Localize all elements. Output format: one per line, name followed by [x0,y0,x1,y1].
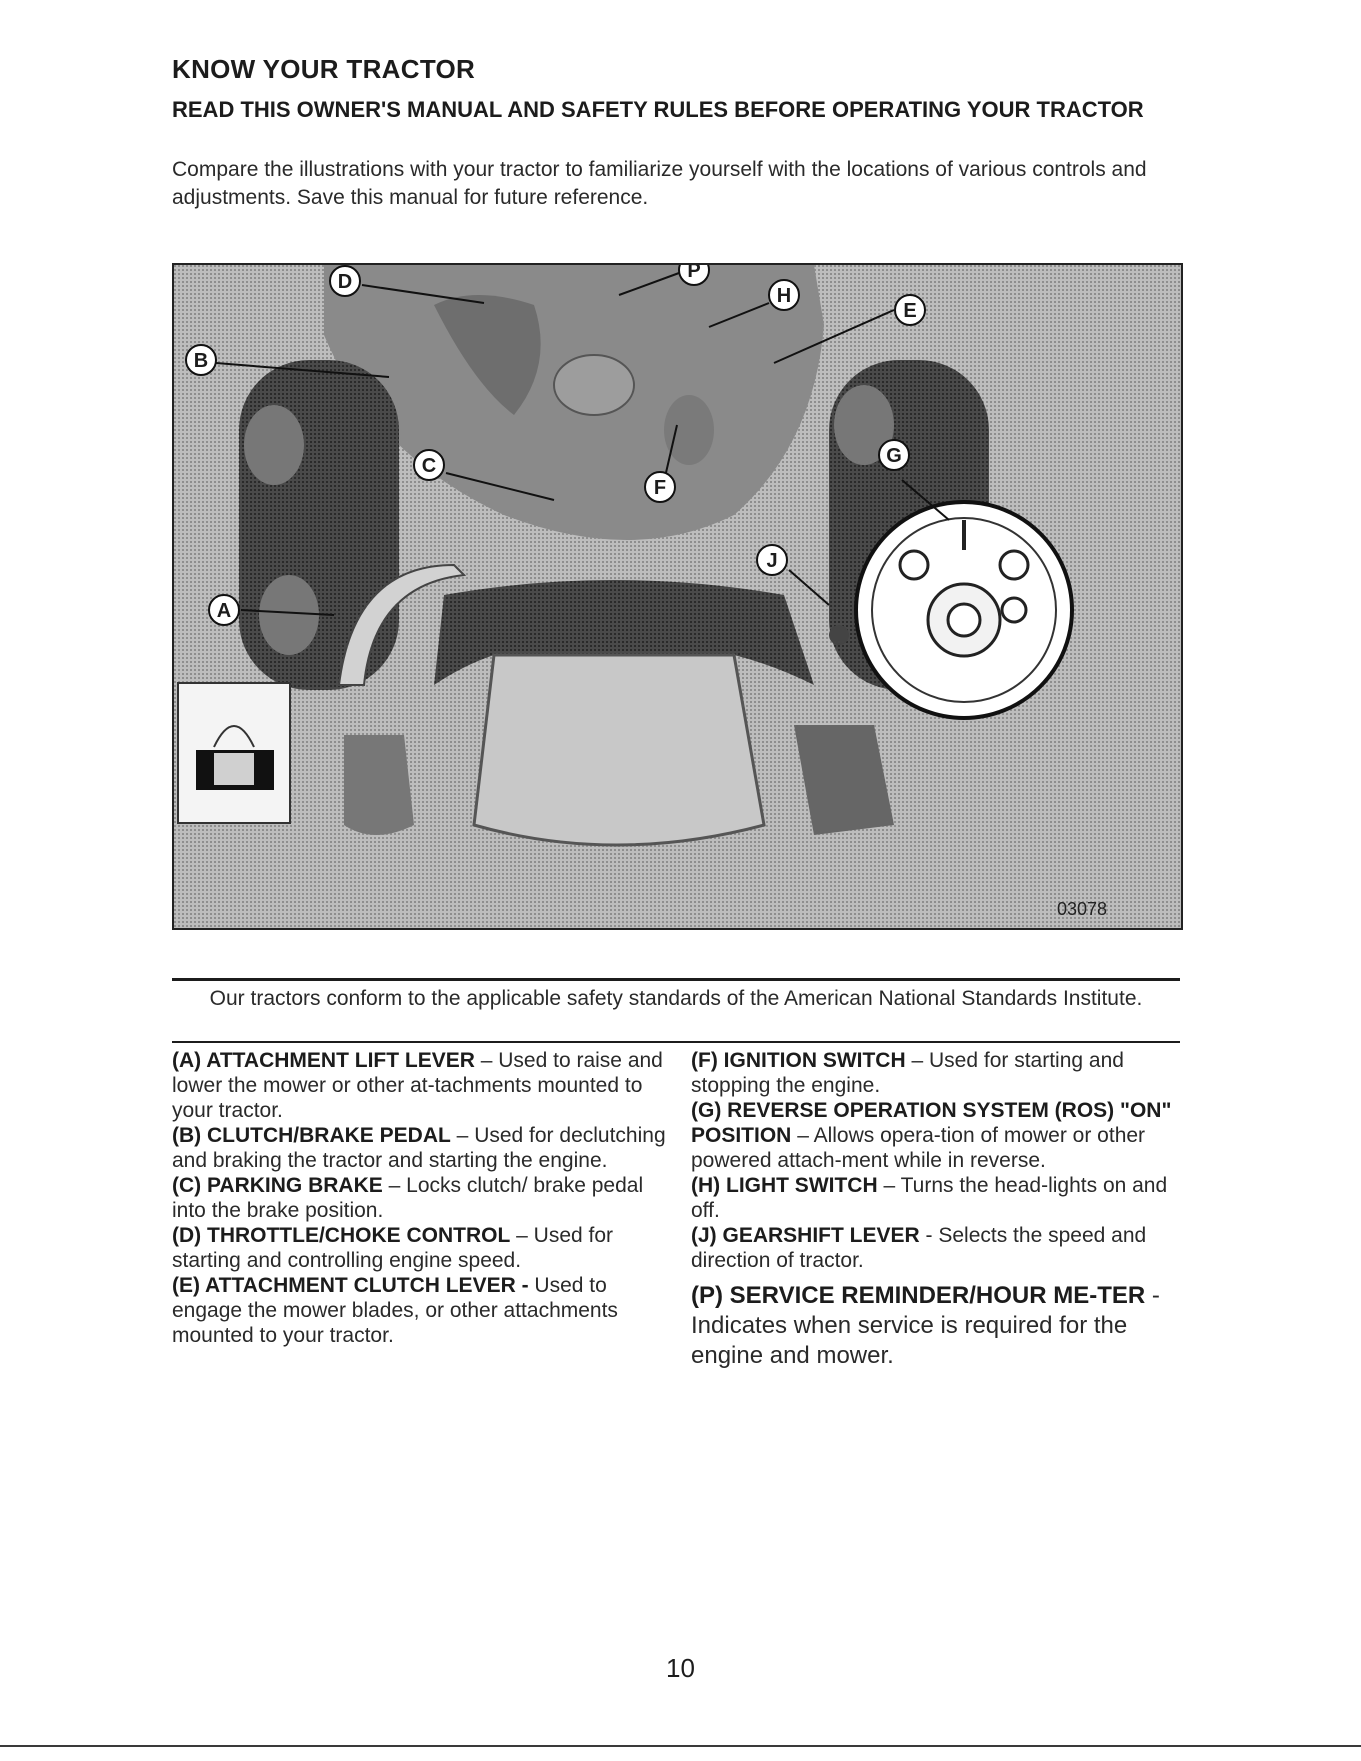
svg-text:C: C [422,455,436,477]
leader-lines [215,272,950,616]
svg-text:E: E [903,300,916,322]
divider-bottom [172,1041,1180,1043]
item-attachment-lift-lever: (A) ATTACHMENT LIFT LEVER – Used to rais… [172,1049,663,1122]
callout-d: D [329,265,361,297]
tractor-controls-illustration: D P H E B C G F [172,263,1183,930]
svg-text:H: H [777,285,791,307]
svg-text:A: A [217,600,231,622]
svg-text:P: P [687,265,700,282]
callout-b: B [185,344,217,376]
controls-list-right: (F) IGNITION SWITCH – Used for starting … [691,1048,1191,1371]
item-throttle-choke-control: (D) THROTTLE/CHOKE CONTROL – Used for st… [172,1224,614,1272]
item-service-reminder-hour-meter: (P) SERVICE REMINDER/HOUR ME-TER - Indic… [691,1282,1160,1369]
callout-j: J [756,544,788,576]
callout-g: G [878,439,910,471]
item-clutch-brake-pedal: (B) CLUTCH/BRAKE PEDAL – Used for declut… [172,1124,666,1172]
svg-text:B: B [194,350,208,372]
item-parking-brake: (C) PARKING BRAKE – Locks clutch/ brake … [172,1174,644,1222]
callout-p: P [678,265,710,286]
svg-text:F: F [654,477,666,499]
callout-f: F [644,471,676,503]
callout-h: H [768,279,800,311]
item-ignition-switch: (F) IGNITION SWITCH – Used for starting … [691,1049,1124,1097]
item-light-switch: (H) LIGHT SWITCH – Turns the head-lights… [691,1174,1168,1222]
controls-list-left: (A) ATTACHMENT LIFT LEVER – Used to rais… [172,1048,672,1348]
callout-c: C [413,449,445,481]
item-attachment-clutch-lever: (E) ATTACHMENT CLUTCH LEVER - Used to en… [172,1274,618,1347]
item-reverse-operation-system: (G) REVERSE OPERATION SYSTEM (ROS) "ON" … [691,1099,1172,1172]
intro-paragraph: Compare the illustrations with your trac… [172,158,1147,209]
page-bottom-rule [0,1745,1361,1747]
svg-text:D: D [338,271,352,293]
page-number: 10 [666,1653,695,1683]
tractor-drawing: D P H E B C G F [174,265,1181,928]
page-subtitle: READ THIS OWNER'S MANUAL AND SAFETY RULE… [172,97,1144,122]
figure-code: 03078 [1056,899,1107,919]
callout-a: A [208,594,240,626]
svg-text:G: G [886,445,902,467]
item-gearshift-lever: (J) GEARSHIFT LEVER - Selects the speed … [691,1224,1147,1272]
conformance-note: Our tractors conform to the applicable s… [209,987,1143,1010]
page-title: KNOW YOUR TRACTOR [172,54,476,84]
callout-e: E [894,294,926,326]
divider-top [172,978,1180,981]
svg-text:J: J [766,550,777,572]
